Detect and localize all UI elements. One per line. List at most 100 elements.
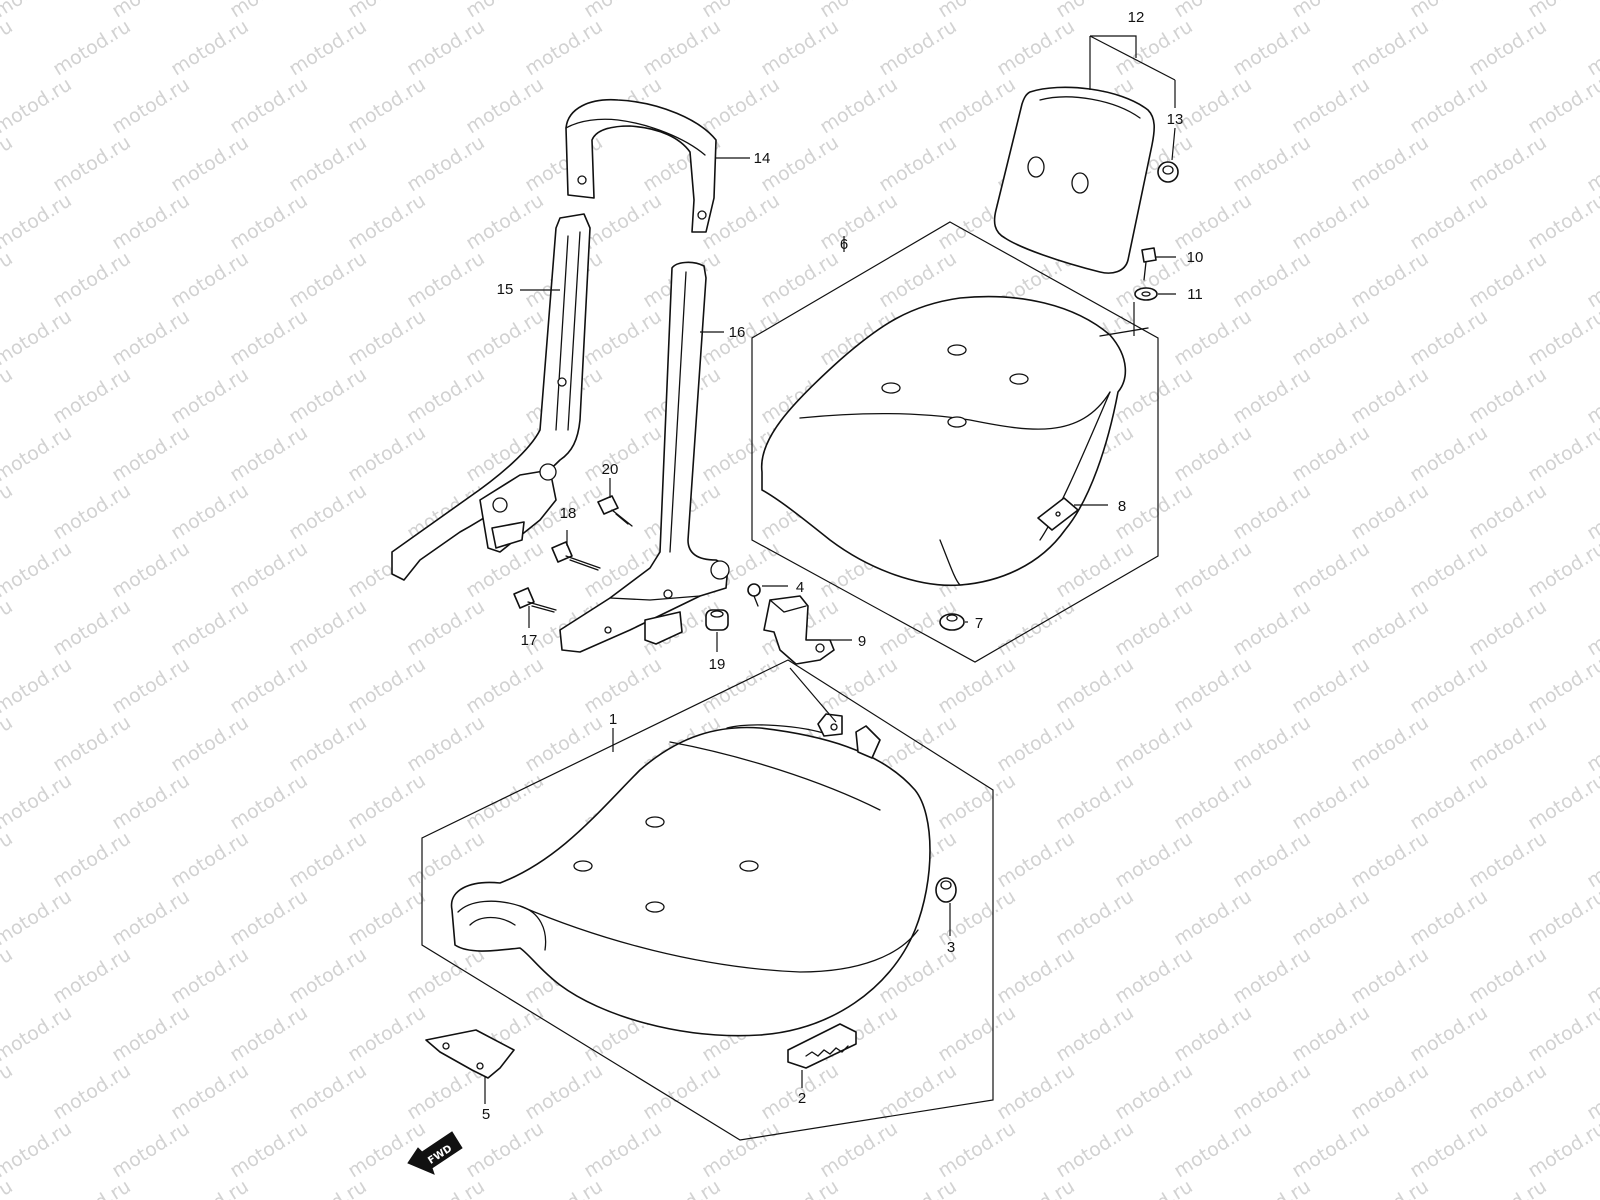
watermark-text: motod.ru — [49, 15, 135, 80]
rear-seat-assembly-box — [751, 221, 1159, 663]
watermark-text: motod.ru — [285, 131, 371, 196]
watermark-text: motod.ru — [1347, 1059, 1433, 1124]
watermark-text: motod.ru — [1111, 1175, 1197, 1200]
watermark-text: motod.ru — [344, 653, 430, 718]
watermark-text: motod.ru — [1465, 479, 1551, 544]
watermark-text: motod.ru — [1583, 131, 1600, 196]
watermark-text: motod.ru — [1347, 711, 1433, 776]
watermark-text: motod.ru — [1111, 943, 1197, 1008]
watermark-text: motod.ru — [1288, 305, 1374, 370]
callout-8: 8 — [1118, 498, 1126, 515]
watermark-text: motod.ru — [226, 1117, 312, 1182]
watermark-text: motod.ru — [462, 73, 548, 138]
watermark-text: motod.ru — [226, 653, 312, 718]
watermark-text: motod.ru — [167, 479, 253, 544]
watermark-text: motod.ru — [639, 1059, 725, 1124]
bolt-10 — [1141, 247, 1157, 281]
watermark-text: motod.ru — [0, 73, 76, 138]
nut-7 — [939, 613, 965, 631]
watermark-text: motod.ru — [1229, 363, 1315, 428]
watermark-text: motod.ru — [285, 943, 371, 1008]
watermark-text: motod.ru — [1229, 943, 1315, 1008]
watermark-text: motod.ru — [1347, 943, 1433, 1008]
watermark-text: motod.ru — [1111, 711, 1197, 776]
watermark-text: motod.ru — [1347, 479, 1433, 544]
watermark-text: motod.ru — [1288, 73, 1374, 138]
watermark-text: motod.ru — [108, 421, 194, 486]
watermark-text: motod.ru — [0, 653, 76, 718]
watermark-text: motod.ru — [1465, 711, 1551, 776]
watermark-text: motod.ru — [580, 1117, 666, 1182]
backrest-pad — [993, 86, 1155, 274]
watermark-text: motod.ru — [993, 827, 1079, 892]
watermark-text: motod.ru — [1170, 305, 1256, 370]
watermark-text: motod.ru — [816, 73, 902, 138]
watermark-text: motod.ru — [1465, 363, 1551, 428]
watermark-text: motod.ru — [0, 1059, 17, 1124]
watermark-text: motod.ru — [1583, 827, 1600, 892]
washer-11 — [1134, 287, 1158, 301]
watermark-text: motod.ru — [226, 769, 312, 834]
watermark-text: motod.ru — [403, 131, 489, 196]
watermark-text: motod.ru — [580, 421, 666, 486]
watermark-text: motod.ru — [1524, 653, 1600, 718]
watermark-text: motod.ru — [0, 131, 17, 196]
watermark-text: motod.ru — [1229, 711, 1315, 776]
callout-4: 4 — [796, 579, 804, 596]
watermark-text: motod.ru — [108, 769, 194, 834]
watermark-text: motod.ru — [226, 885, 312, 950]
watermark-text: motod.ru — [108, 653, 194, 718]
watermark-text: motod.ru — [1583, 711, 1600, 776]
watermark-text: motod.ru — [0, 595, 17, 660]
watermark-text: motod.ru — [639, 15, 725, 80]
watermark-text: motod.ru — [0, 1001, 76, 1066]
watermark-text: motod.ru — [875, 15, 961, 80]
watermark-text: motod.ru — [1229, 827, 1315, 892]
watermark-text: motod.ru — [49, 595, 135, 660]
watermark-text: motod.ru — [49, 1175, 135, 1200]
watermark-text: motod.ru — [521, 711, 607, 776]
watermark-text: motod.ru — [403, 595, 489, 660]
watermark-text: motod.ru — [344, 1001, 430, 1066]
grommet-13 — [1157, 161, 1179, 183]
watermark-text: motod.ru — [403, 943, 489, 1008]
watermark-text: motod.ru — [1465, 15, 1551, 80]
watermark-text: motod.ru — [226, 1001, 312, 1066]
watermark-text: motod.ru — [1052, 1117, 1138, 1182]
watermark-text: motod.ru — [344, 305, 430, 370]
callout-11: 11 — [1187, 286, 1203, 303]
watermark-text: motod.ru — [403, 711, 489, 776]
watermark-text: motod.ru — [285, 15, 371, 80]
callout-13: 13 — [1167, 111, 1184, 128]
watermark-text: motod.ru — [1583, 595, 1600, 660]
watermark-text: motod.ru — [49, 247, 135, 312]
callout-9: 9 — [858, 633, 866, 650]
watermark-text: motod.ru — [49, 131, 135, 196]
screw-4 — [747, 583, 761, 607]
watermark-text: motod.ru — [167, 711, 253, 776]
watermark-text: motod.ru — [462, 769, 548, 834]
watermark-text: motod.ru — [1288, 421, 1374, 486]
watermark-text: motod.ru — [521, 1175, 607, 1200]
watermark-text: motod.ru — [1170, 73, 1256, 138]
watermark-text: motod.ru — [226, 73, 312, 138]
watermark-text: motod.ru — [1229, 247, 1315, 312]
watermark-text: motod.ru — [934, 653, 1020, 718]
watermark-text: motod.ru — [1465, 943, 1551, 1008]
watermark-text: motod.ru — [167, 1175, 253, 1200]
bolt-20 — [597, 495, 633, 527]
watermark-text: motod.ru — [0, 1117, 76, 1182]
watermark-text: motod.ru — [1583, 363, 1600, 428]
watermark-text: motod.ru — [993, 15, 1079, 80]
watermark-text: motod.ru — [875, 1059, 961, 1124]
watermark-text: motod.ru — [1170, 653, 1256, 718]
cushion-2 — [787, 1023, 857, 1069]
watermark-text: motod.ru — [49, 363, 135, 428]
watermark-text: motod.ru — [1524, 537, 1600, 602]
watermark-text: motod.ru — [285, 1175, 371, 1200]
watermark-text: motod.ru — [1465, 1059, 1551, 1124]
callout-17: 17 — [521, 632, 538, 649]
watermark-text: motod.ru — [934, 1001, 1020, 1066]
watermark-text: motod.ru — [0, 885, 76, 950]
watermark-text: motod.ru — [1229, 1175, 1315, 1200]
